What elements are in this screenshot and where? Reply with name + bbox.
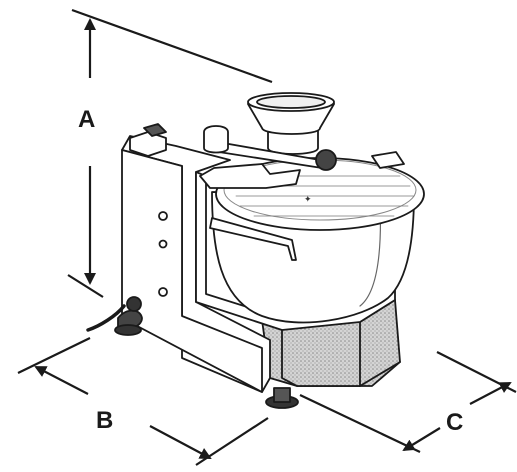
dimension-c-extension-left [299, 394, 421, 453]
dimension-b-label: B [96, 407, 113, 434]
lid-logo-mark: ✦ [304, 194, 312, 204]
lid-latch [371, 151, 405, 169]
locking-arm-knob [315, 149, 337, 171]
bowl-handle [209, 217, 297, 261]
power-cord-grommet [126, 296, 142, 312]
dimension-b-extension-left [17, 337, 91, 374]
dimension-b-arrow-right [149, 425, 212, 459]
arm-pivot [203, 125, 229, 154]
front-foot-post [273, 387, 291, 403]
dimension-b [17, 337, 269, 466]
side-bolt-middle [158, 239, 168, 249]
dimension-c [299, 351, 517, 453]
dimension-b-arrow-left [34, 366, 89, 395]
switch-knob [143, 123, 167, 137]
dimension-c-arrow-up [469, 382, 512, 405]
rear-foot [114, 324, 142, 336]
appliance-illustration: ✦ [86, 92, 425, 409]
power-cord [86, 304, 126, 332]
motor-housing-edge-2 [359, 361, 401, 387]
dimension-a-label: A [78, 106, 95, 133]
motor-housing-front [281, 321, 361, 387]
side-bolt-bottom [158, 287, 168, 297]
dimension-b-extension-right [195, 417, 269, 466]
clamp-bracket [199, 163, 301, 189]
side-bolt-top [158, 211, 168, 221]
dimension-c-arrow-down [402, 427, 441, 452]
dimension-c-label: C [446, 409, 463, 436]
switch-housing [129, 131, 167, 157]
feed-hopper-opening [256, 95, 326, 109]
dimension-a-extension-bottom [67, 274, 104, 298]
dimension-a [67, 8, 273, 298]
dimension-a-extension-top [71, 8, 273, 84]
